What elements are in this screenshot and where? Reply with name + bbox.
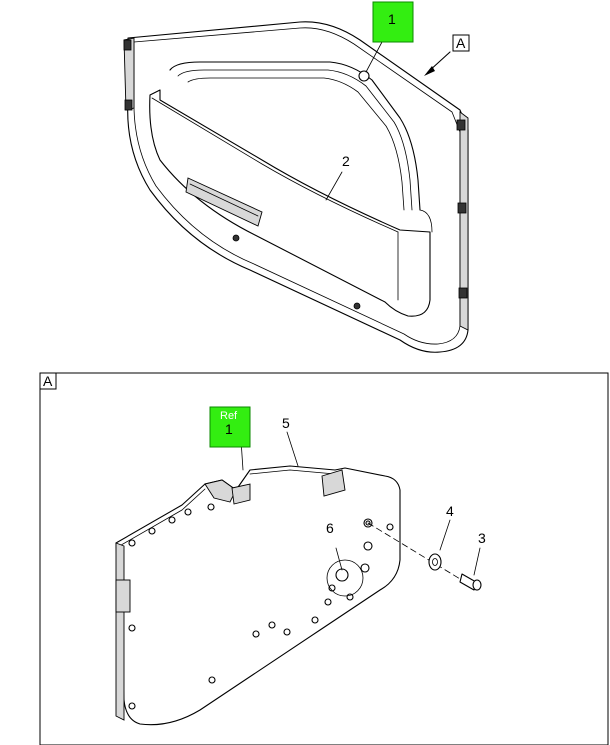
callout-6: 6: [326, 520, 334, 536]
callout-5: 5: [282, 415, 290, 431]
door-trim-panel-illustration: 2: [123, 21, 469, 353]
callout-ref-label: Ref: [220, 410, 238, 422]
callout-2: 2: [342, 153, 350, 169]
callout-1: 1: [388, 11, 396, 27]
callout-ref-number: 1: [225, 421, 233, 437]
fastener-assembly: 4 3: [367, 503, 486, 591]
detail-a-label: A: [43, 373, 53, 389]
callout-1-highlight[interactable]: 1: [372, 1, 414, 43]
detail-a-frame: A: [39, 372, 609, 745]
callout-3: 3: [478, 530, 486, 546]
callout-4: 4: [446, 503, 454, 519]
view-a-indicator: A: [424, 34, 470, 76]
callout-ref-1-highlight[interactable]: Ref 1: [209, 406, 251, 448]
inner-panel-illustration: 6 5: [115, 415, 401, 726]
view-a-label: A: [456, 35, 466, 51]
